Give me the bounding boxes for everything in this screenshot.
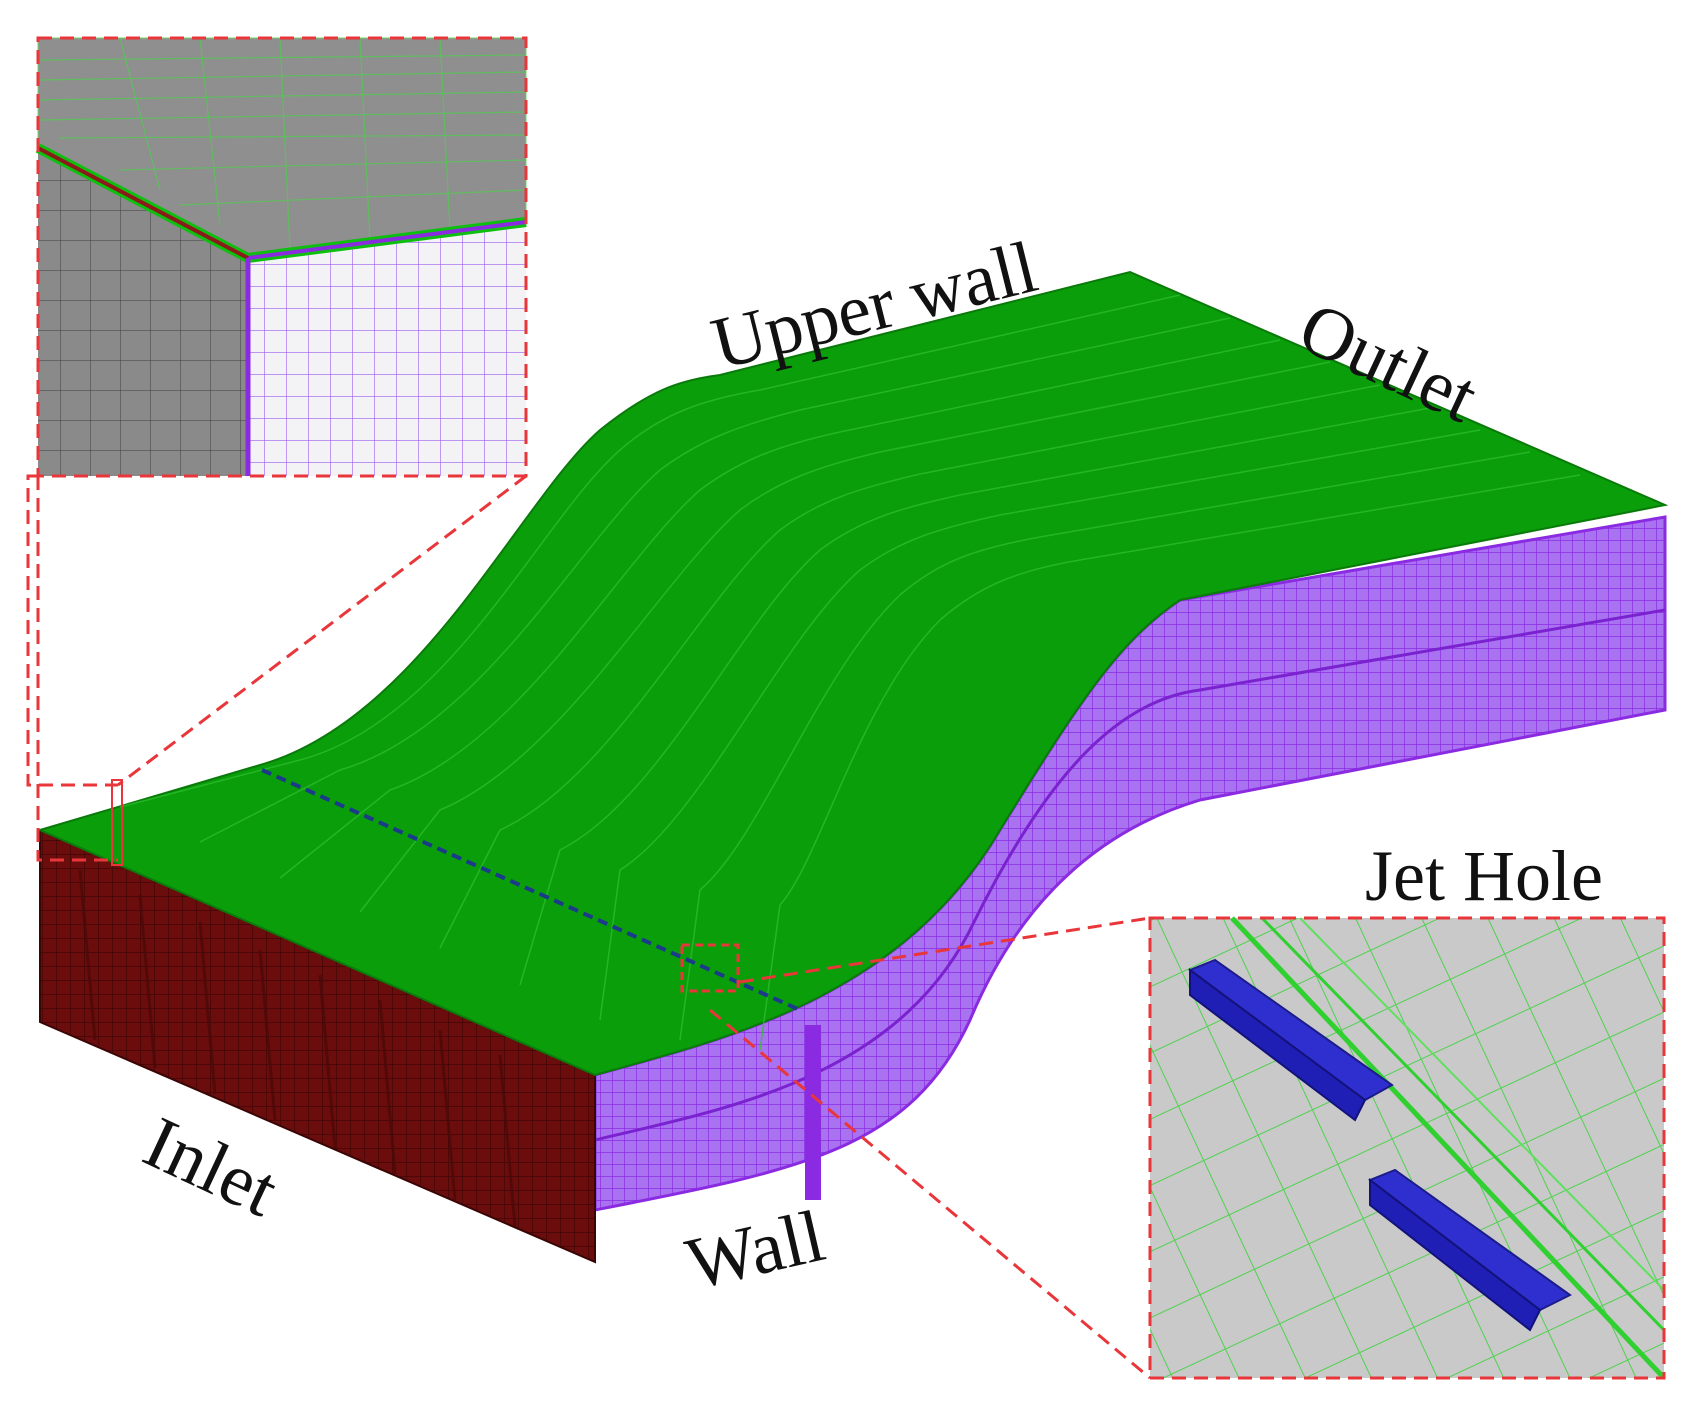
upper-left-inset-frame xyxy=(36,36,528,478)
label-jet-hole: Jet Hole xyxy=(1365,836,1603,916)
jet-hole-lower xyxy=(1367,1168,1572,1332)
jet-hole-inset-frame xyxy=(1148,916,1666,1380)
upper-left-inset xyxy=(35,37,527,476)
upper-wall-face xyxy=(37,270,1669,1077)
jet-hole-line xyxy=(261,768,801,1012)
callout-lines xyxy=(26,474,1151,1380)
upper-left-source-marker xyxy=(111,779,123,866)
jet-hole-upper xyxy=(1187,958,1394,1122)
wall-vertical-band xyxy=(805,1025,821,1200)
jet-hole-source-marker xyxy=(680,943,740,993)
jet-hole-inset xyxy=(1150,916,1666,1380)
inlet-diagonals xyxy=(78,869,517,1227)
wall-mid-line xyxy=(594,608,1666,1142)
upper-wall-mesh-lines xyxy=(119,294,1581,1051)
